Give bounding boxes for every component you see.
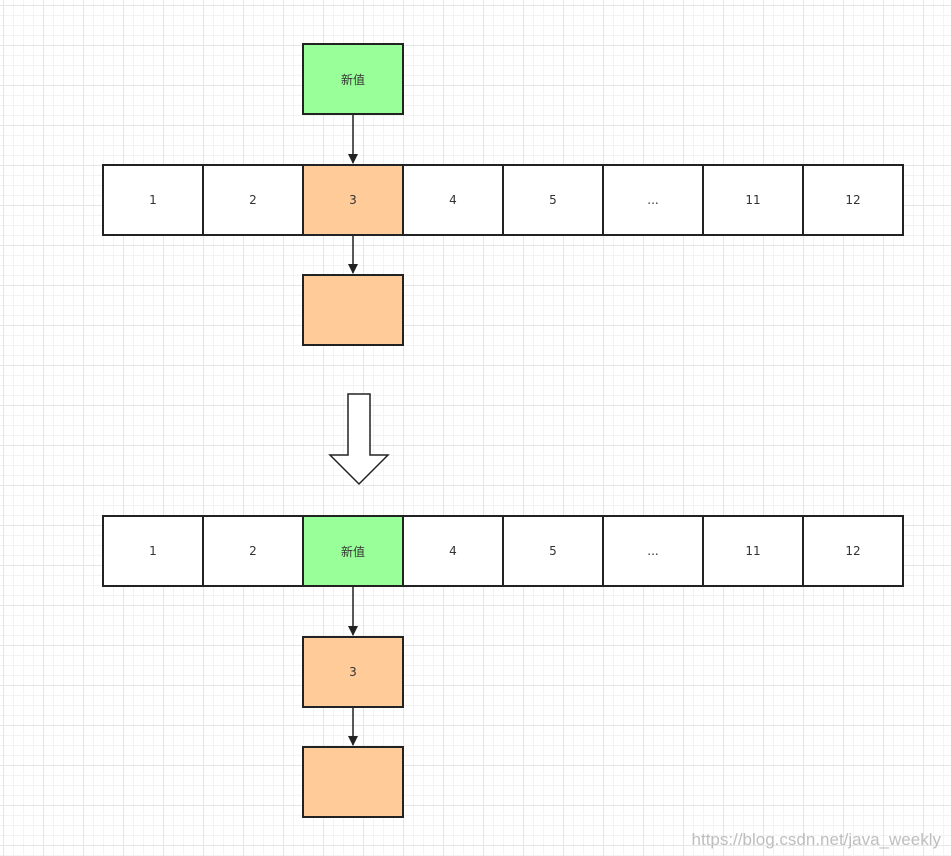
watermark: https://blog.csdn.net/java_weekly (691, 830, 941, 849)
cell-label: 11 (745, 193, 761, 207)
cell-label: 12 (845, 544, 861, 558)
array-cell: 5 (504, 166, 604, 234)
chain-node-label: 3 (349, 665, 357, 679)
array-cell: 1 (104, 517, 204, 585)
array-cell: ... (604, 166, 704, 234)
array-cell: ... (604, 517, 704, 585)
before-chain-node (302, 274, 404, 346)
cell-label: ... (647, 544, 659, 558)
new-value-label: 新值 (340, 72, 365, 87)
array-cell: 11 (704, 517, 804, 585)
cell-label: 5 (549, 193, 557, 207)
cell-label: 5 (549, 544, 557, 558)
array-cell: 2 (204, 166, 304, 234)
before-array: 1 2 3 4 5 ... 11 12 (102, 164, 904, 236)
array-cell: 1 (104, 166, 204, 234)
array-cell-highlighted: 3 (304, 166, 404, 234)
cell-label: 1 (149, 193, 157, 207)
after-chain-node-2 (302, 746, 404, 818)
cell-label: 3 (349, 193, 357, 207)
cell-label: 4 (449, 193, 457, 207)
cell-label: 1 (149, 544, 157, 558)
cell-label: 11 (745, 544, 761, 558)
array-cell: 5 (504, 517, 604, 585)
after-chain-node-1: 3 (302, 636, 404, 708)
cell-label: 12 (845, 193, 861, 207)
cell-label: 2 (249, 193, 257, 207)
after-array: 1 2 新值 4 5 ... 11 12 (102, 515, 904, 587)
cell-label: 新值 (340, 544, 365, 559)
array-cell: 4 (404, 166, 504, 234)
array-cell: 12 (804, 517, 902, 585)
array-cell: 11 (704, 166, 804, 234)
array-cell-new-value: 新值 (304, 517, 404, 585)
cell-label: 2 (249, 544, 257, 558)
array-cell: 4 (404, 517, 504, 585)
array-cell: 12 (804, 166, 902, 234)
array-cell: 2 (204, 517, 304, 585)
cell-label: ... (647, 193, 659, 207)
cell-label: 4 (449, 544, 457, 558)
transition-down-arrow-icon (328, 393, 390, 486)
new-value-node: 新值 (302, 43, 404, 115)
